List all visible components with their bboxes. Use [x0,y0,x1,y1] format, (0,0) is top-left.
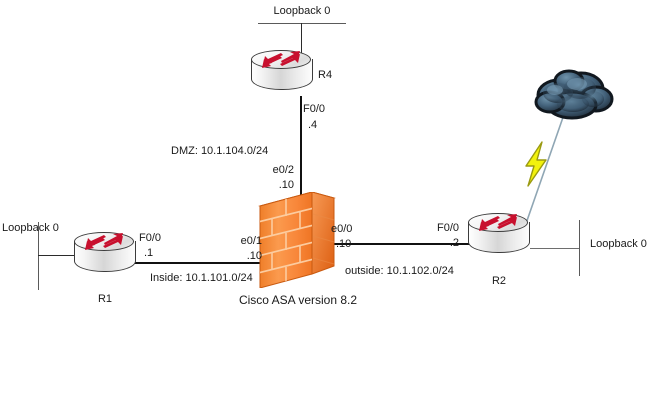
r2-address-label: .2 [449,237,459,249]
r1-name-label: R1 [97,293,113,305]
r4-interface-label: F0/0 [303,103,326,115]
r1-loopback-label: Loopback 0 [2,222,59,234]
asa-e00-interface-label: e0/0 [331,223,353,235]
node-r4[interactable] [251,50,313,96]
link-r4-loopback-bar [258,23,346,24]
link-r4-to-asa-dmz [300,96,302,198]
lightning-bolt-icon [518,140,554,188]
r2-interface-label: F0/0 [436,222,459,234]
link-r4-loopback-stem [301,23,302,54]
outside-network-label: outside: 10.1.102.0/24 [345,265,454,277]
router-arrows-icon [473,213,525,233]
link-r2-loopback-stem [530,248,580,249]
dmz-network-label: DMZ: 10.1.104.0/24 [171,145,269,157]
asa-caption: Cisco ASA version 8.2 [238,293,358,307]
asa-e00-address-label: .10 [336,238,352,250]
asa-e01-address-label: .10 [246,250,262,262]
r2-loopback-label: Loopback 0 [590,238,647,250]
link-r1-loopback-bar [38,222,39,290]
storm-cloud-icon [528,62,616,124]
node-r2[interactable] [468,213,530,259]
link-r2-loopback-bar [579,220,580,276]
link-r1-to-asa-inside [133,262,270,264]
router-arrows-icon [256,50,308,70]
link-r2-to-cloud [521,102,569,236]
link-asa-to-r2-outside [330,243,470,245]
inside-network-label: Inside: 10.1.101.0/24 [150,272,253,284]
asa-e02-interface-label: e0/2 [272,164,294,176]
router-arrows-icon [79,232,131,252]
node-asa-firewall[interactable] [256,191,338,289]
r1-interface-label: F0/0 [139,232,162,244]
r1-address-label: .1 [144,247,154,259]
asa-e01-interface-label: e0/1 [240,235,262,247]
r4-loopback-label: Loopback 0 [273,5,331,17]
r2-name-label: R2 [491,275,507,287]
r4-address-label: .4 [308,119,318,131]
link-r1-loopback-stem [38,255,77,256]
asa-e02-address-label: .10 [278,179,294,191]
node-r1[interactable] [74,232,136,278]
r4-name-label: R4 [318,69,333,81]
